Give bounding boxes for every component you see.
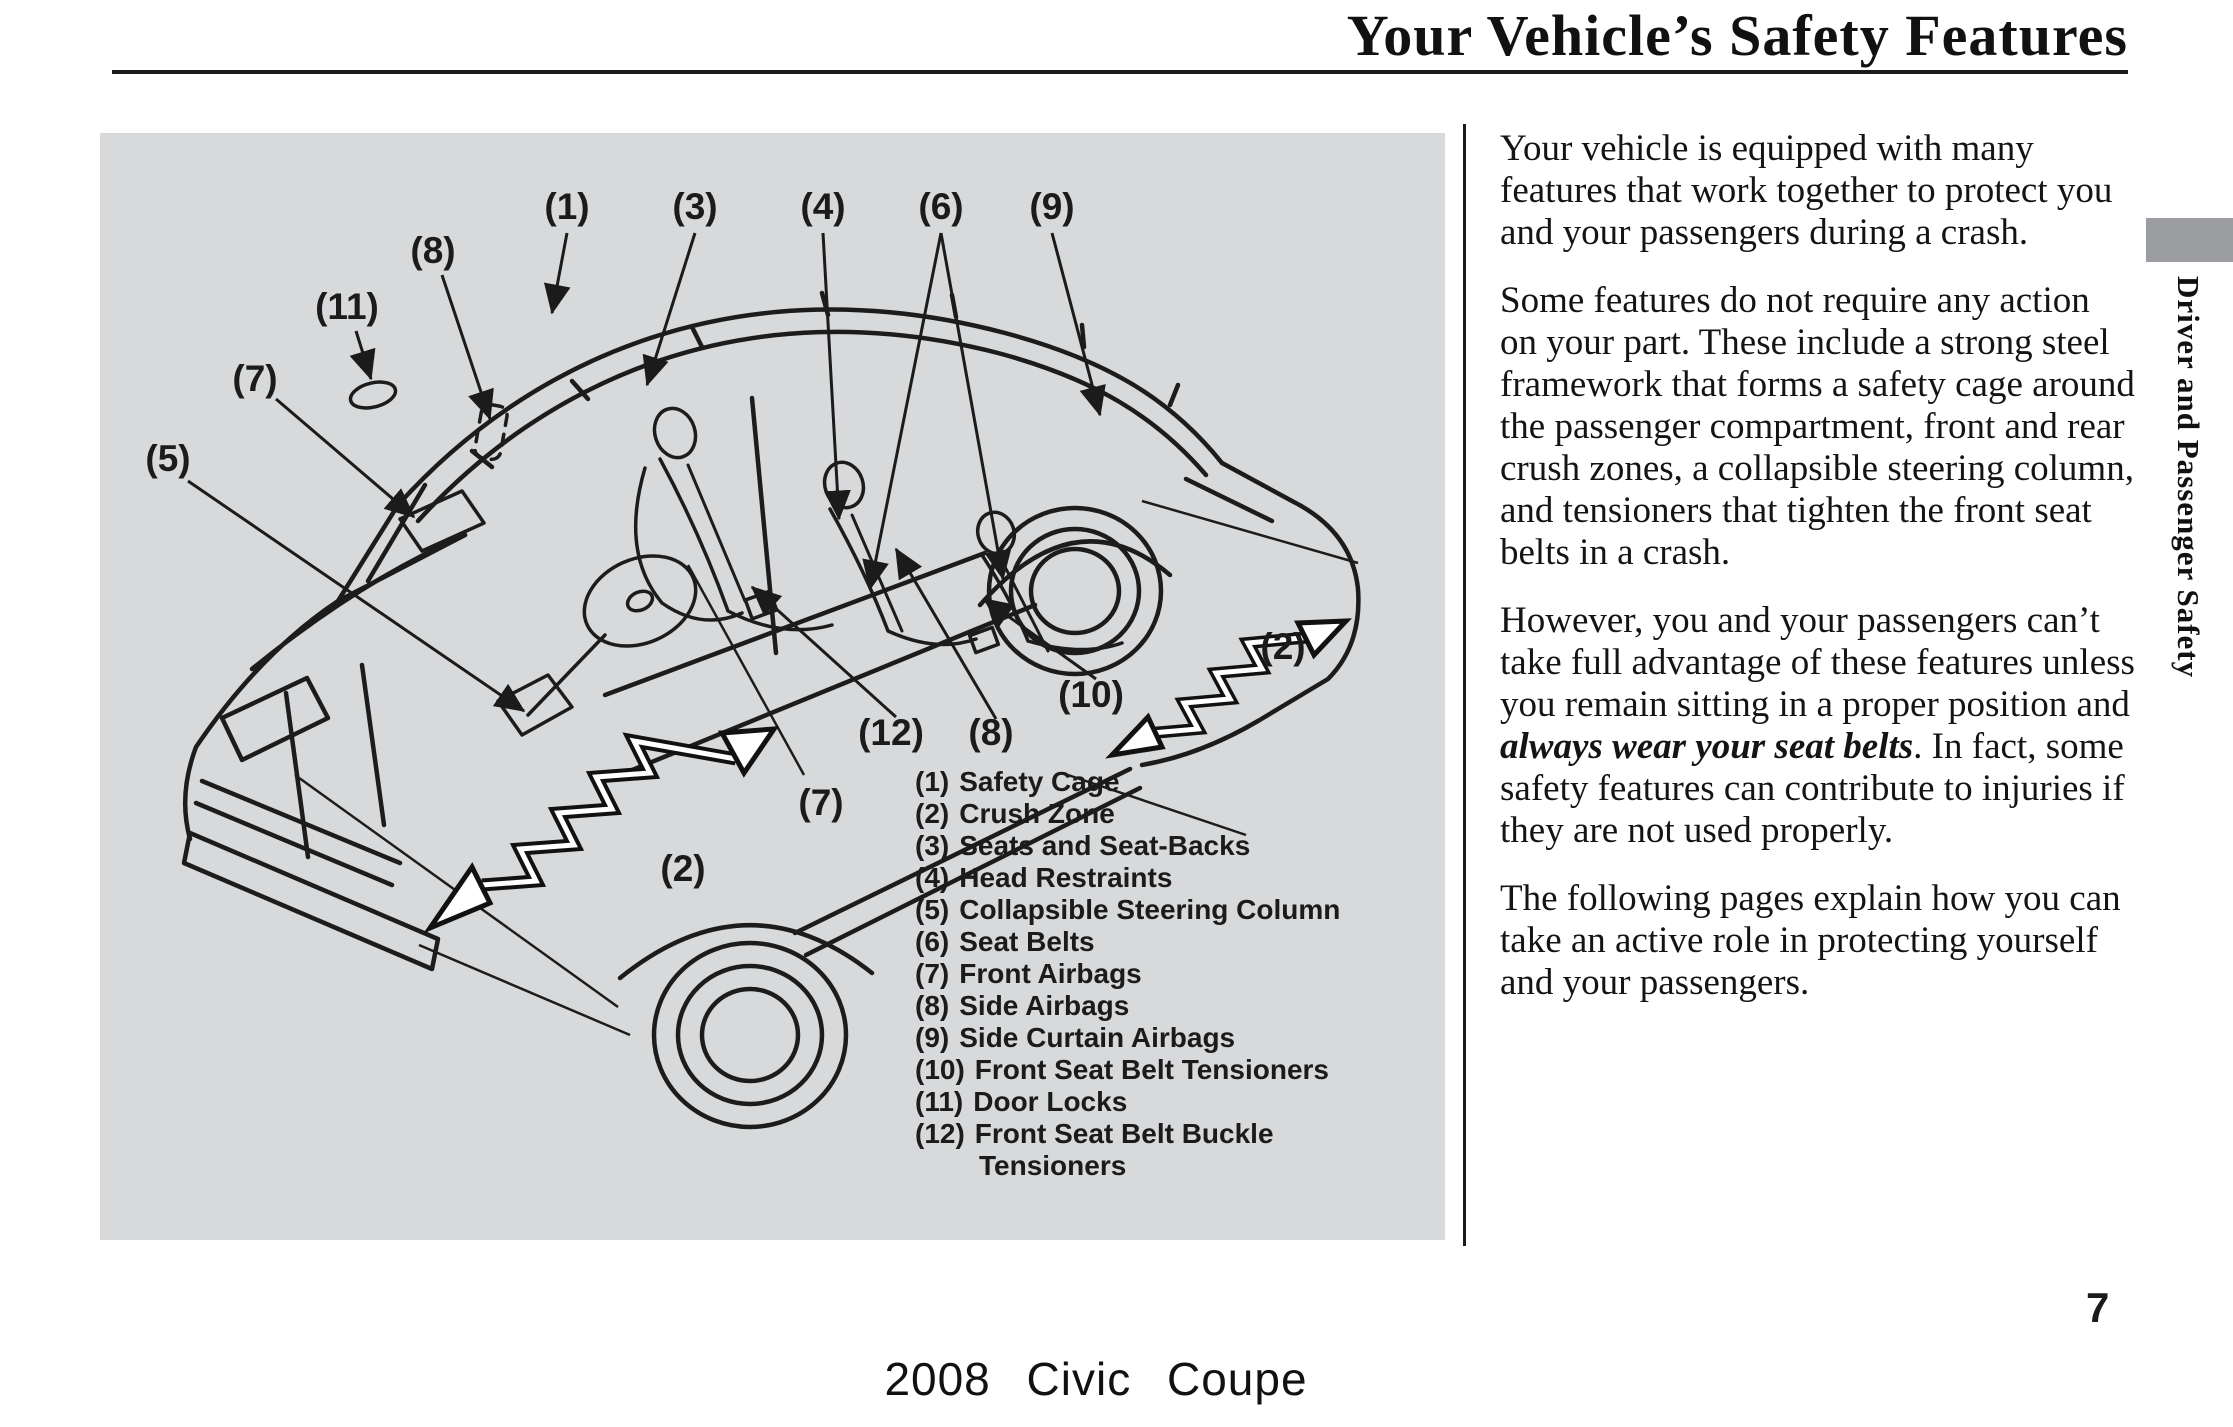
car-cutaway-illustration: (1) (3) (4) (6) (9) (8) (11) (7) (5) (2)… [145, 186, 1361, 1130]
rear-crush-zone-arrow-icon [1105, 618, 1353, 759]
callout-label-3: (3) [672, 186, 717, 227]
always-wear-seat-belts-emphasis: always wear your seat belts [1500, 726, 1914, 767]
callout-label-5: (5) [145, 438, 190, 479]
legend-item: (11)Door Locks [915, 1086, 1128, 1117]
page-number: 7 [2086, 1284, 2110, 1331]
door-lock-icon [348, 380, 398, 410]
callout-label-8-top: (8) [410, 230, 455, 271]
callout-label-4: (4) [800, 186, 845, 227]
diagram-legend: (1)Safety Cage (2)Crush Zone (3)Seats an… [915, 766, 1435, 1182]
legend-item: (4)Head Restraints [915, 862, 1173, 893]
legend-item: (1)Safety Cage [915, 766, 1120, 797]
footer-model-name: 2008 Civic Coupe [884, 1353, 1308, 1405]
page-title: Your Vehicle’s Safety Features [1346, 3, 2128, 68]
chapter-tab-label: Driver and Passenger Safety [2171, 276, 2206, 679]
side-airbag-dashed-icon [473, 402, 509, 462]
callout-label-11: (11) [315, 286, 379, 327]
legend-item: (5)Collapsible Steering Column [915, 894, 1341, 925]
legend-item: (9)Side Curtain Airbags [915, 1022, 1236, 1053]
legend-item: (8)Side Airbags [915, 990, 1130, 1021]
paragraph-intro: Your vehicle is equipped with many featu… [1500, 128, 2113, 253]
legend-item: (3)Seats and Seat-Backs [915, 830, 1251, 861]
paragraph-seat-belts: However, you and your passengers can’t t… [1500, 600, 2135, 851]
callout-leader-lines [187, 232, 1106, 720]
legend-item: (6)Seat Belts [915, 926, 1095, 957]
safety-features-diagram-panel: (1) (3) (4) (6) (9) (8) (11) (7) (5) (2)… [100, 133, 1445, 1240]
car-interior-lines [348, 380, 1124, 737]
callout-label-7-bottom: (7) [798, 782, 843, 823]
legend-item: (10)Front Seat Belt Tensioners [915, 1054, 1330, 1085]
paragraph-passive-features: Some features do not require any action … [1500, 280, 2135, 573]
chapter-tab-marker [2146, 218, 2233, 262]
callout-label-2-rear: (2) [1260, 626, 1305, 667]
legend-item: (12)Front Seat Belt Buckle [915, 1118, 1274, 1149]
header-rule [112, 70, 2128, 74]
legend-item: (2)Crush Zone [915, 798, 1115, 829]
front-crush-zone-arrow-icon [423, 726, 779, 934]
legend-item-12-wrap: Tensioners [979, 1150, 1127, 1181]
callout-label-2-front: (2) [660, 848, 705, 889]
legend-item: (7)Front Airbags [915, 958, 1142, 989]
callout-label-8-bottom: (8) [968, 712, 1013, 753]
body-text-column: Your vehicle is equipped with many featu… [1500, 128, 2135, 1030]
callout-label-12: (12) [858, 712, 924, 753]
callout-label-9: (9) [1029, 186, 1074, 227]
callout-label-10: (10) [1058, 674, 1124, 715]
callout-label-6: (6) [918, 186, 963, 227]
paragraph-following-pages: The following pages explain how you can … [1500, 878, 2121, 1003]
column-divider [1463, 124, 1466, 1246]
callout-label-7-left: (7) [232, 358, 277, 399]
callout-label-1: (1) [544, 186, 589, 227]
